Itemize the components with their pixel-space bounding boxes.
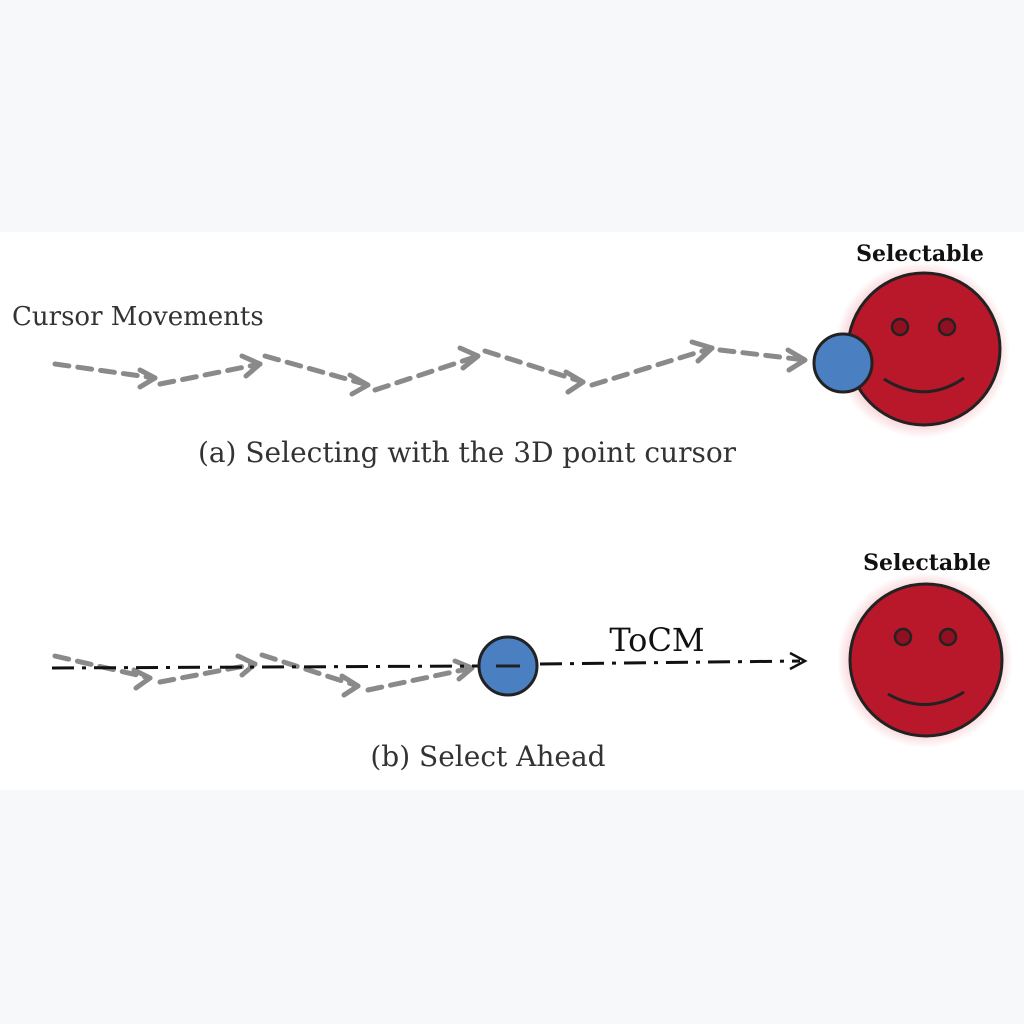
tocm-ray xyxy=(51,651,808,671)
caption-b: (b) Select Ahead xyxy=(370,740,605,773)
cursor-path-a xyxy=(52,339,808,397)
point-cursor-a xyxy=(812,332,874,394)
tocm-label: ToCM xyxy=(609,621,704,659)
selectable-label-b: Selectable xyxy=(863,550,991,576)
smiley-target-a xyxy=(846,271,1002,427)
caption-a: (a) Selecting with the 3D point cursor xyxy=(198,436,737,469)
smiley-target-b xyxy=(848,582,1004,738)
point-cursor-b xyxy=(477,635,539,697)
cursor-path-b xyxy=(52,652,475,698)
cursor-movements-label: Cursor Movements xyxy=(12,302,264,332)
